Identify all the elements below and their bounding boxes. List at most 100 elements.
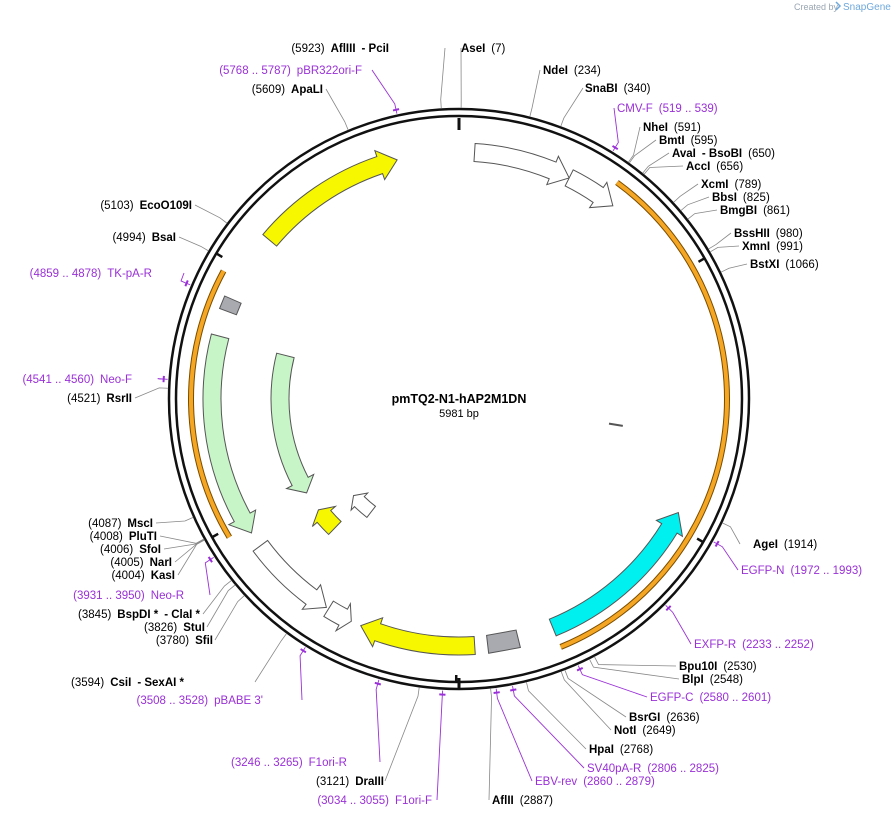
restriction-site-label[interactable]: AflII (2887) xyxy=(492,795,553,807)
site-sep: - ClaI * xyxy=(164,609,200,621)
kozak-marker xyxy=(608,422,623,427)
primer-marker xyxy=(611,145,619,151)
primer-label[interactable]: SV40pA-R(2806 .. 2825) xyxy=(587,763,719,775)
watermark-brand: SnapGene xyxy=(843,2,891,13)
site-name: BspDI * xyxy=(117,609,158,621)
restriction-site-label[interactable]: (5609)ApaLI xyxy=(252,84,323,96)
site-pos-text: (5923) xyxy=(291,43,324,55)
primer-name: Neo-R xyxy=(151,590,184,602)
restriction-site-label[interactable]: NdeI(234) xyxy=(543,65,601,77)
primer-label[interactable]: (5768 .. 5787)pBR322ori-F xyxy=(219,65,362,77)
primer-range: (2806 .. 2825) xyxy=(647,763,719,775)
site-leader-line xyxy=(325,88,349,131)
site-leader-line xyxy=(708,232,732,250)
primer-label[interactable]: EBV-rev(2860 .. 2879) xyxy=(535,776,655,788)
tick-mark xyxy=(215,252,223,259)
site-name: BssHII xyxy=(734,228,770,240)
site-name: NotI xyxy=(614,725,636,737)
restriction-site-label[interactable]: (4005)NarI xyxy=(110,557,172,569)
restriction-site-label[interactable]: NotI (2649) xyxy=(614,725,676,737)
restriction-site-label[interactable]: (4087)MscI xyxy=(88,518,153,530)
site-pos-text: (2649) xyxy=(642,725,675,737)
restriction-site-label[interactable]: BbsI(825) xyxy=(712,192,770,204)
restriction-site-label[interactable]: BsrGI(2636) xyxy=(629,712,700,724)
backbone-outer-ring xyxy=(167,107,751,691)
restriction-site-label[interactable]: AseI(7) xyxy=(461,43,506,55)
primer-label[interactable]: (3034 .. 3055)F1ori-F xyxy=(317,795,432,807)
primer-name: F1ori-R xyxy=(309,757,347,769)
site-name: HpaI xyxy=(589,744,614,756)
primer-range: (2580 .. 2601) xyxy=(699,692,771,704)
site-leader-line xyxy=(643,165,684,175)
restriction-site-label[interactable]: BstXI(1066) xyxy=(750,259,819,271)
site-leader-line xyxy=(214,595,245,641)
site-pos-text: (991) xyxy=(776,241,803,253)
restriction-site-label[interactable]: BmgBI(861) xyxy=(720,205,790,217)
site-leader-line xyxy=(206,584,236,628)
primer-label[interactable]: EXFP-R(2233 .. 2252) xyxy=(694,639,814,651)
site-name: NdeI xyxy=(543,65,568,77)
restriction-site-label[interactable]: (5923)AflIII- PciI xyxy=(291,43,389,55)
primer-range: (1972 .. 1993) xyxy=(790,565,862,577)
site-name: AflIII xyxy=(331,43,356,55)
primer-label[interactable]: EGFP-N(1972 .. 1993) xyxy=(741,565,862,577)
site-leader-line xyxy=(673,183,699,203)
feature-arrow xyxy=(270,352,315,494)
site-pos-text: (3780) xyxy=(156,635,189,647)
restriction-site-label[interactable]: (4004)KasI xyxy=(111,570,175,582)
primer-label[interactable]: (3246 .. 3265)F1ori-R xyxy=(231,757,347,769)
site-sep: - SexAI * xyxy=(137,677,184,689)
site-pos-text: (825) xyxy=(743,192,770,204)
restriction-site-label[interactable]: (3780) SfiI xyxy=(156,635,213,647)
site-pos-text: (1066) xyxy=(785,259,818,271)
restriction-site-label[interactable]: HpaI (2768) xyxy=(589,744,653,756)
restriction-site-label[interactable]: XcmI(789) xyxy=(701,179,762,191)
restriction-site-label[interactable]: (5103)EcoO109I xyxy=(100,200,192,212)
restriction-site-label[interactable]: (4008)PluTI xyxy=(90,531,157,543)
site-name: BsaI xyxy=(152,232,176,244)
site-pos-text: (4005) xyxy=(110,557,143,569)
restriction-site-label[interactable]: BmtI(595) xyxy=(659,135,718,147)
primer-label[interactable]: EGFP-C(2580 .. 2601) xyxy=(650,692,771,704)
site-pos-text: (2768) xyxy=(620,744,653,756)
site-leader-line xyxy=(627,126,641,163)
primer-leader-line xyxy=(375,679,381,763)
primer-label[interactable]: (3508 .. 3528)pBABE 3' xyxy=(137,695,263,707)
restriction-site-label[interactable]: (3121)DraIII xyxy=(316,776,384,788)
restriction-site-label[interactable]: Bpu10I(2530) xyxy=(679,661,757,673)
restriction-site-label[interactable]: BlpI(2548) xyxy=(682,674,743,686)
restriction-site-label[interactable]: NheI(591) xyxy=(643,122,701,134)
site-name: AflII xyxy=(492,795,514,807)
site-name: XmnI xyxy=(742,241,770,253)
site-name: MscI xyxy=(127,518,153,530)
restriction-site-label[interactable]: SnaBI(340) xyxy=(585,83,651,95)
restriction-site-label[interactable]: (3826)StuI xyxy=(144,622,205,634)
primer-leader-line xyxy=(495,688,533,782)
site-leader-line xyxy=(589,658,680,680)
site-leader-line xyxy=(134,387,169,399)
restriction-site-label[interactable]: (4006)SfoI xyxy=(100,544,161,556)
restriction-site-label[interactable]: BssHII(980) xyxy=(734,228,803,240)
site-leader-line xyxy=(526,681,587,750)
primer-label[interactable]: (4541 .. 4560)Neo-F xyxy=(22,374,132,386)
site-leader-line xyxy=(680,196,710,211)
site-pos-text: (3594) xyxy=(71,677,104,689)
restriction-site-label[interactable]: XmnI (991) xyxy=(742,241,803,253)
restriction-site-label[interactable]: (3845)BspDI *- ClaI * xyxy=(78,609,200,621)
restriction-site-label[interactable]: AccI(656) xyxy=(686,161,743,173)
site-name: SfiI xyxy=(195,635,213,647)
restriction-site-label[interactable]: AgeI(1914) xyxy=(753,539,817,551)
site-pos-text: (2887) xyxy=(520,795,553,807)
site-name: AseI xyxy=(461,43,485,55)
restriction-site-label[interactable]: (4521)RsrII xyxy=(67,393,132,405)
site-name: KasI xyxy=(151,570,175,582)
restriction-site-label[interactable]: AvaI- BsoBI(650) xyxy=(672,148,775,160)
primer-label[interactable]: CMV-F(519 .. 539) xyxy=(617,103,718,115)
restriction-site-label[interactable]: (3594)CsiI- SexAI * xyxy=(71,677,185,689)
primer-label[interactable]: (4859 .. 4878)TK-pA-R xyxy=(30,268,152,280)
primer-label[interactable]: (3931 .. 3950)Neo-R xyxy=(73,590,184,602)
site-leader-line xyxy=(560,671,612,731)
restriction-site-label[interactable]: (4994)BsaI xyxy=(112,232,176,244)
primer-range: (5768 .. 5787) xyxy=(219,65,291,77)
